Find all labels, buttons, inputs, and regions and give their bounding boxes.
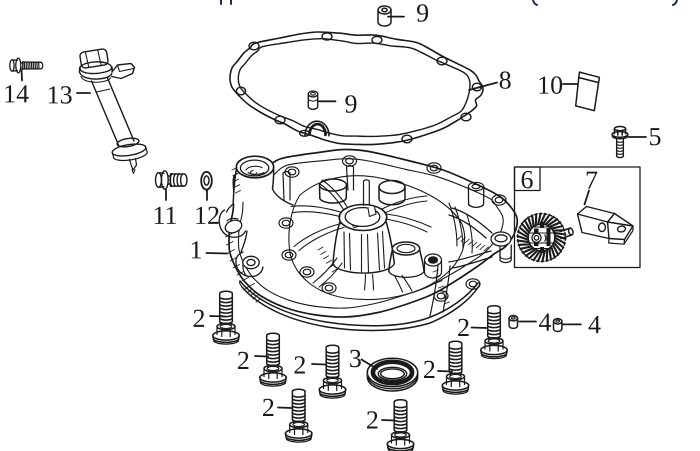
- svg-text:7: 7: [585, 166, 598, 195]
- svg-text:2: 2: [293, 350, 306, 379]
- svg-text:6: 6: [521, 165, 534, 194]
- svg-text:2: 2: [237, 346, 250, 375]
- svg-text:12: 12: [194, 201, 220, 230]
- svg-text:4: 4: [588, 310, 601, 339]
- svg-text:9: 9: [345, 89, 358, 118]
- svg-text:8: 8: [499, 66, 512, 95]
- svg-text:2: 2: [262, 393, 275, 422]
- svg-text:4: 4: [538, 308, 551, 337]
- svg-text:2: 2: [192, 304, 205, 333]
- svg-text:14: 14: [3, 79, 29, 108]
- svg-text:11: 11: [152, 201, 177, 230]
- svg-text:2: 2: [423, 355, 436, 384]
- svg-text:9: 9: [416, 0, 429, 28]
- svg-text:5: 5: [649, 122, 662, 151]
- svg-text:2: 2: [366, 406, 379, 435]
- svg-text:10: 10: [537, 71, 563, 100]
- svg-text:1: 1: [189, 235, 202, 264]
- svg-text:3: 3: [349, 344, 362, 373]
- svg-text:13: 13: [47, 80, 73, 109]
- svg-text:2: 2: [457, 313, 470, 342]
